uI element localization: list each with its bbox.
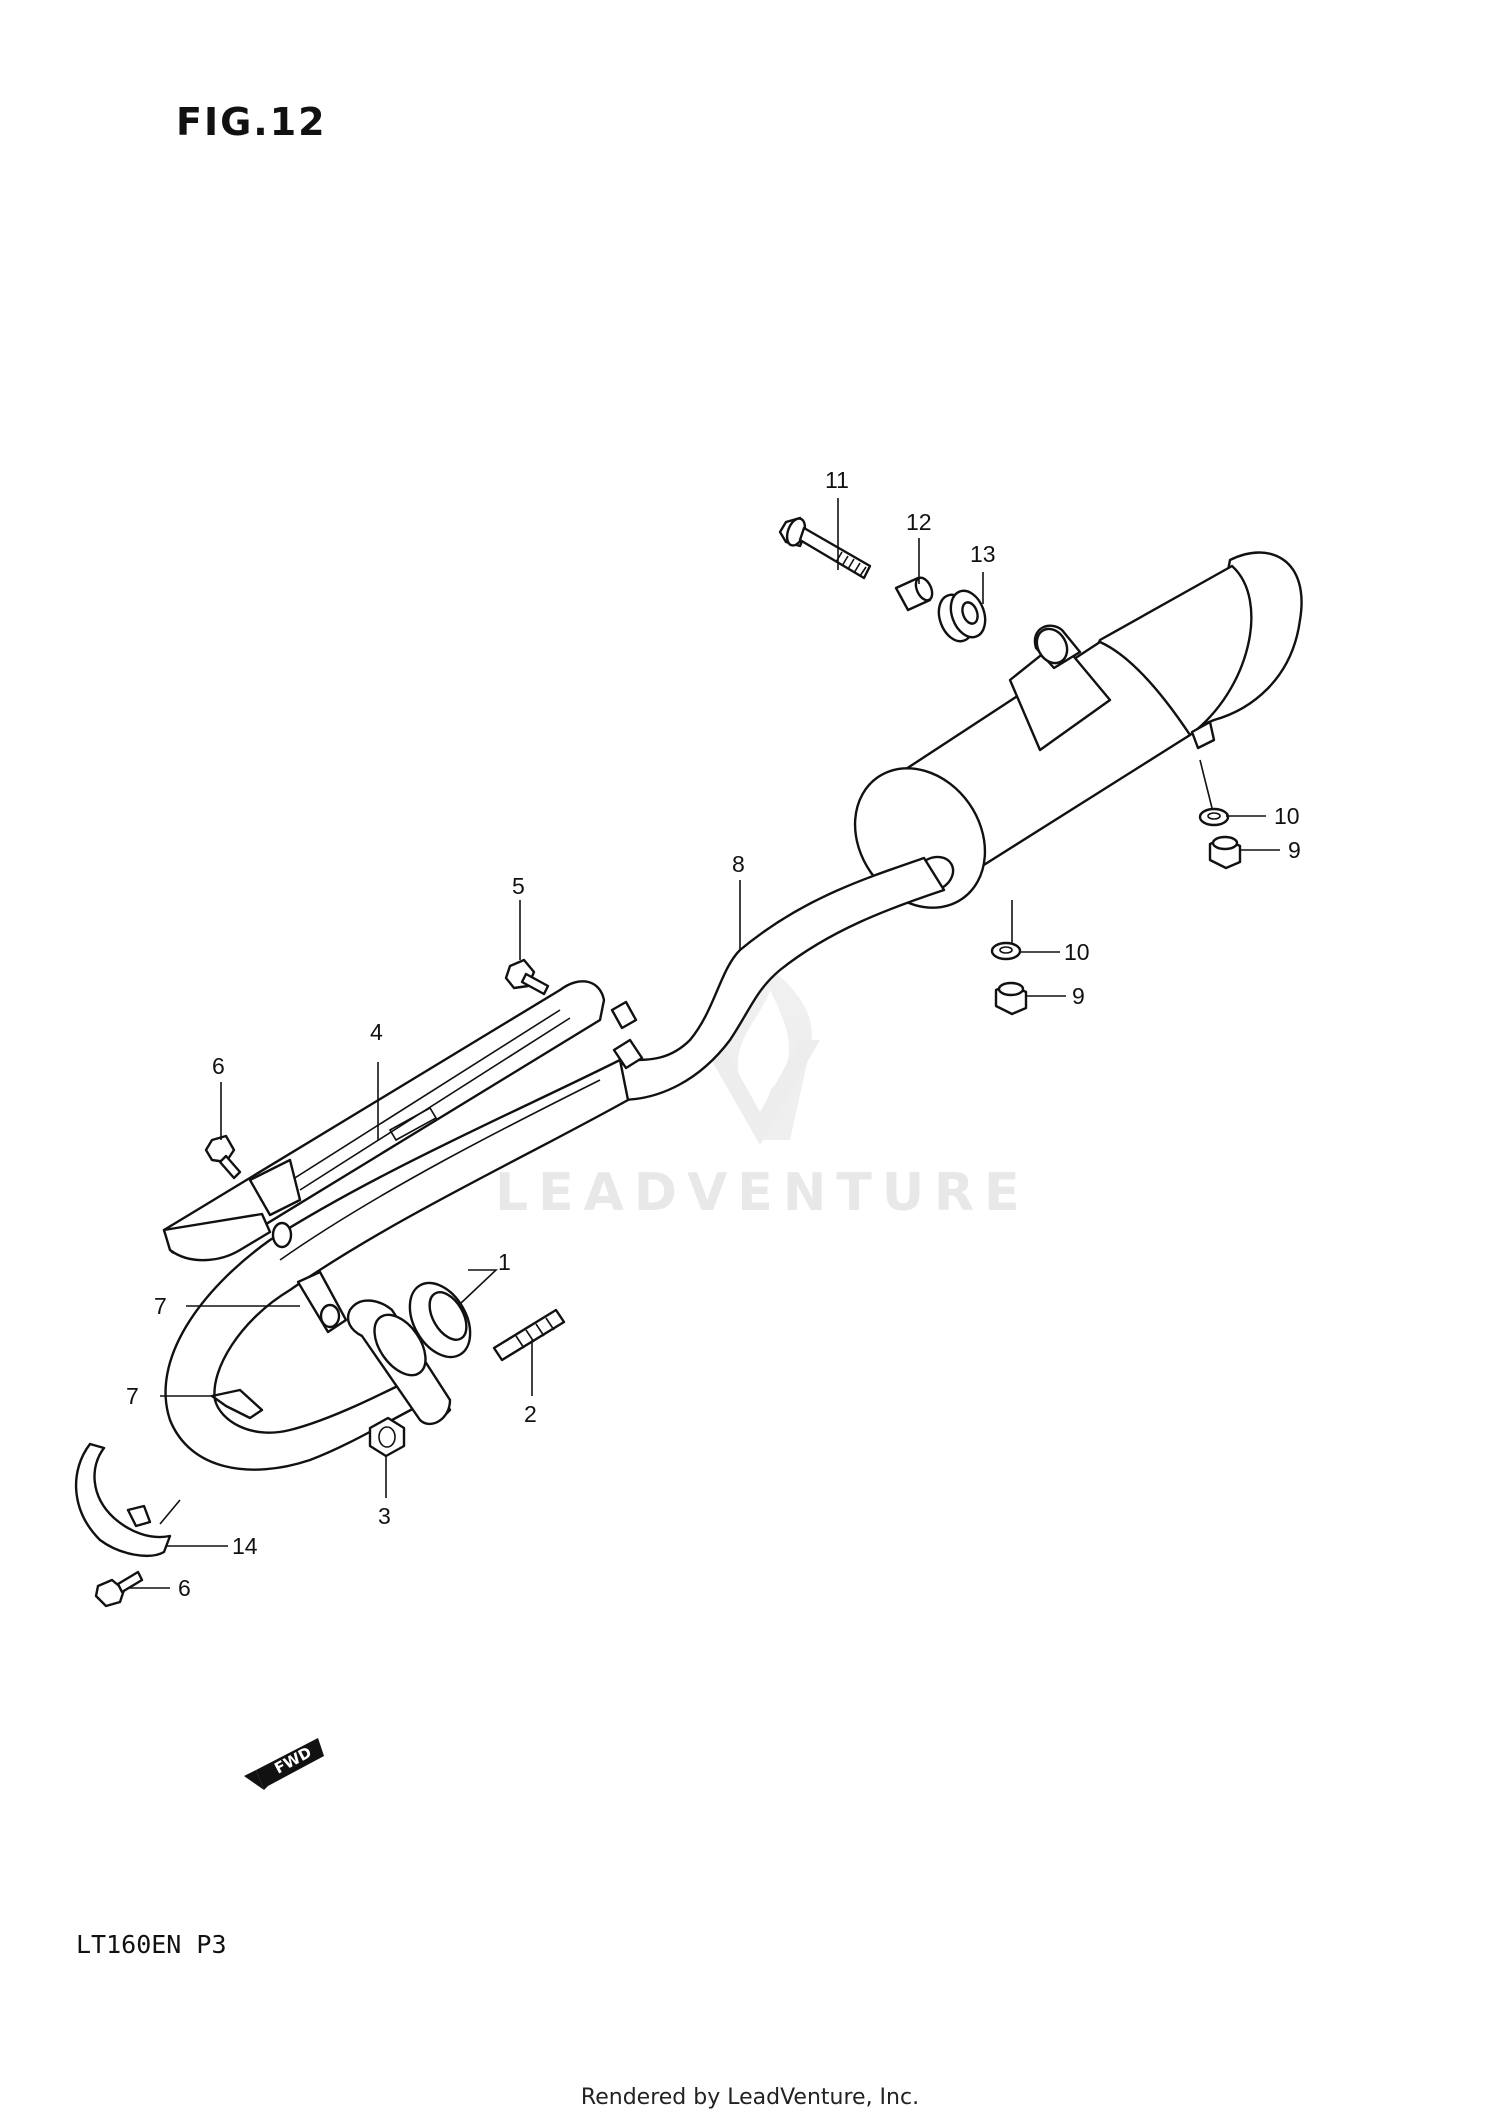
- render-credit-footer: Rendered by LeadVenture, Inc.: [580, 2085, 920, 2110]
- part-4-heat-protector: [162, 980, 638, 1262]
- part-6-bolt-lower: [94, 1570, 144, 1608]
- callout-4: 4: [370, 1019, 383, 1045]
- callout-9-upper: 9: [1288, 837, 1301, 863]
- part-9-nut-b: [994, 981, 1028, 1016]
- callout-12: 12: [906, 509, 932, 535]
- callout-11: 11: [825, 467, 849, 493]
- part-14-pipe-protector: [74, 1442, 172, 1557]
- part-10-washer-a: [1198, 807, 1230, 827]
- part-9-nut-a: [1208, 835, 1242, 870]
- callout-13: 13: [970, 541, 996, 567]
- callouts: 11 12 13 10 9 10 9 8 5 4 6 1 7 7 2 3 14 …: [126, 467, 1301, 1601]
- part-2-stud: [492, 1308, 566, 1362]
- watermark-text: LEADVENTURE: [495, 1163, 1030, 1223]
- part-7-clamp-lower: [210, 1388, 264, 1420]
- callout-9-lower: 9: [1072, 983, 1085, 1009]
- part-8-muffler-assembly: [164, 551, 1303, 1471]
- callout-6-lower: 6: [178, 1575, 191, 1601]
- callout-5: 5: [512, 873, 525, 899]
- part-1-gasket: [408, 1281, 472, 1359]
- part-10-washer-b: [990, 941, 1022, 961]
- callout-7-lower: 7: [126, 1383, 139, 1409]
- callout-7-upper: 7: [154, 1293, 167, 1319]
- part-7-clamp-upper: [296, 1270, 348, 1334]
- callout-1: 1: [498, 1249, 511, 1275]
- callout-6-upper: 6: [212, 1053, 225, 1079]
- callout-10-upper: 10: [1274, 803, 1300, 829]
- part-13-grommet: [937, 589, 987, 643]
- callout-2: 2: [524, 1401, 537, 1427]
- part-11-bolt: [778, 516, 872, 580]
- part-12-collar: [894, 576, 934, 612]
- watermark-v-logo: [700, 1040, 820, 1145]
- callout-14: 14: [232, 1533, 258, 1559]
- part-6-bolt-upper: [204, 1134, 242, 1180]
- part-5-bolt: [504, 958, 550, 996]
- model-code-label: LT160EN P3: [76, 1930, 227, 1959]
- callout-10-lower: 10: [1064, 939, 1090, 965]
- callout-3: 3: [378, 1503, 391, 1529]
- leader-lines: [130, 498, 1280, 1589]
- figure-title: FIG.12: [176, 100, 327, 144]
- forward-direction-arrow: FWD: [244, 1738, 324, 1790]
- callout-8: 8: [732, 851, 745, 877]
- part-3-nut: [368, 1416, 406, 1458]
